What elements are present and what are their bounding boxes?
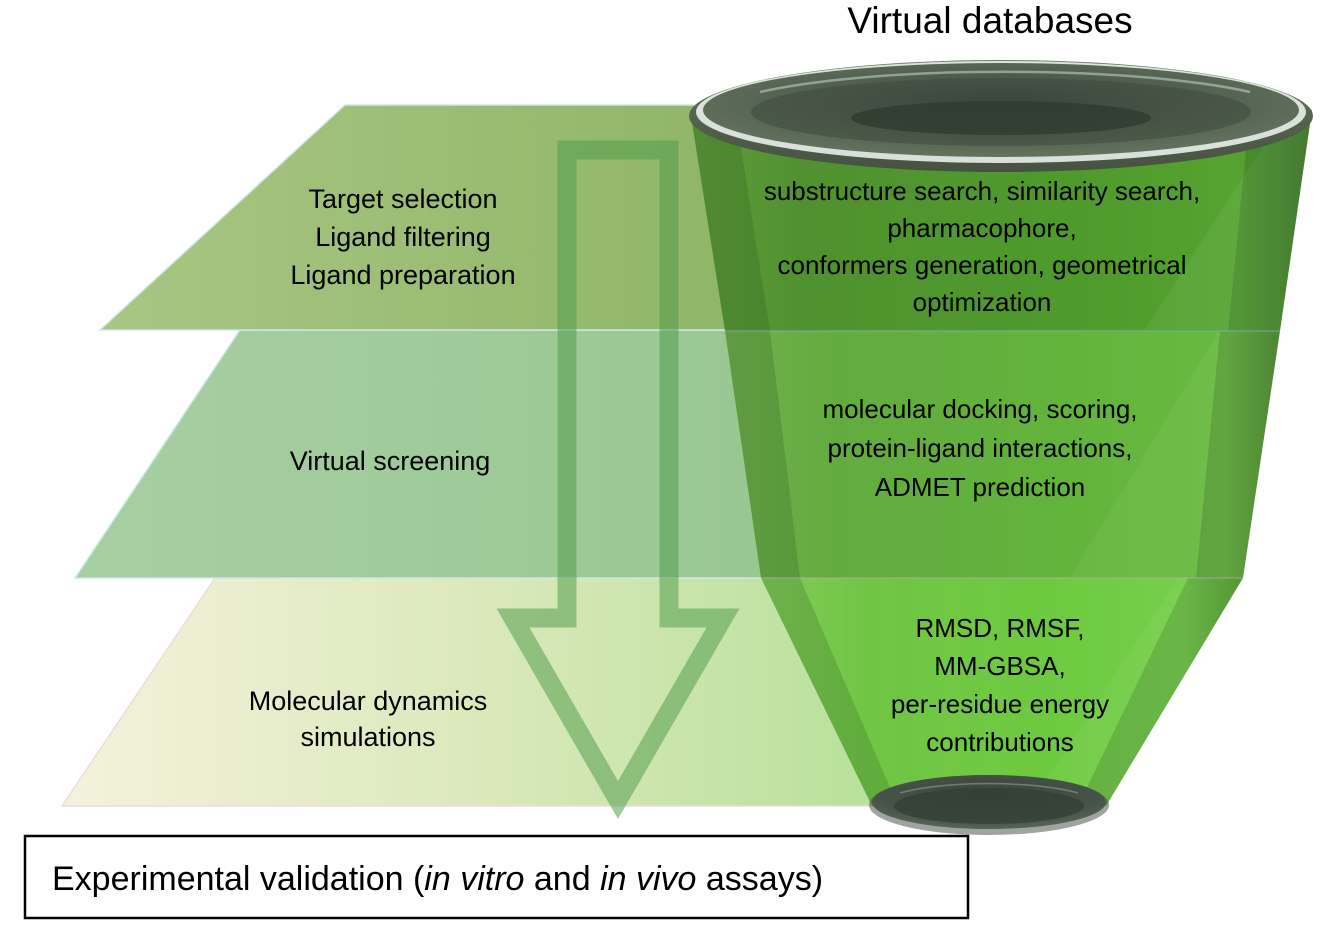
funnel-band-1-shape bbox=[690, 110, 1312, 331]
tier-1-line-1: Target selection bbox=[308, 184, 497, 214]
funnel-band-2-text: molecular docking, scoring, protein-liga… bbox=[822, 394, 1137, 502]
box-text-suffix: assays) bbox=[696, 860, 823, 898]
funnel-band-1-text: substructure search, similarity search, … bbox=[764, 176, 1200, 317]
funnel-band-1-line-3: conformers generation, geometrical bbox=[778, 250, 1187, 280]
funnel-band-2-line-3: ADMET prediction bbox=[875, 472, 1086, 502]
box-text-prefix: Experimental validation ( bbox=[52, 860, 425, 898]
funnel-band-1-line-1: substructure search, similarity search, bbox=[764, 176, 1200, 206]
box-text-italic-1: in vitro bbox=[424, 860, 524, 898]
funnel-body bbox=[690, 110, 1312, 806]
funnel-band-2-shape bbox=[725, 331, 1280, 578]
funnel-band-2-line-1: molecular docking, scoring, bbox=[822, 394, 1137, 424]
tier-2-line-1: Virtual screening bbox=[290, 446, 491, 476]
box-text-middle: and bbox=[524, 860, 600, 898]
funnel-rim bbox=[689, 60, 1313, 172]
experimental-validation-text: Experimental validation (in vitro and in… bbox=[52, 860, 823, 898]
funnel-band-3-line-1: RMSD, RMSF, bbox=[916, 613, 1085, 643]
funnel-band-1-line-2: pharmacophore, bbox=[887, 213, 1076, 243]
spout-highlight-arc bbox=[899, 782, 1079, 794]
funnel-band-3-text: RMSD, RMSF, MM-GBSA, per-residue energy … bbox=[891, 613, 1109, 757]
box-text-italic-2: in vivo bbox=[600, 860, 696, 898]
tier-1-line-2: Ligand filtering bbox=[315, 222, 491, 252]
tier-3-line-2: simulations bbox=[300, 722, 435, 752]
downward-flow-arrow bbox=[496, 140, 740, 820]
funnel-band-3-line-4: contributions bbox=[926, 727, 1073, 757]
diagram-title: Virtual databases bbox=[847, 0, 1132, 41]
rim-highlight-arc bbox=[759, 70, 1251, 94]
funnel-band-3-line-2: MM-GBSA, bbox=[934, 651, 1065, 681]
experimental-validation-box: Experimental validation (in vitro and in… bbox=[23, 834, 970, 920]
funnel-band-3-shape bbox=[761, 578, 1243, 806]
tier-3-line-1: Molecular dynamics bbox=[249, 686, 488, 716]
funnel-band-2-line-2: protein-ligand interactions, bbox=[828, 433, 1133, 463]
funnel-band-1-line-4: optimization bbox=[913, 287, 1052, 317]
tier-1-line-3: Ligand preparation bbox=[290, 260, 515, 290]
funnel-spout bbox=[869, 775, 1109, 835]
funnel-band-3-line-3: per-residue energy bbox=[891, 689, 1109, 719]
